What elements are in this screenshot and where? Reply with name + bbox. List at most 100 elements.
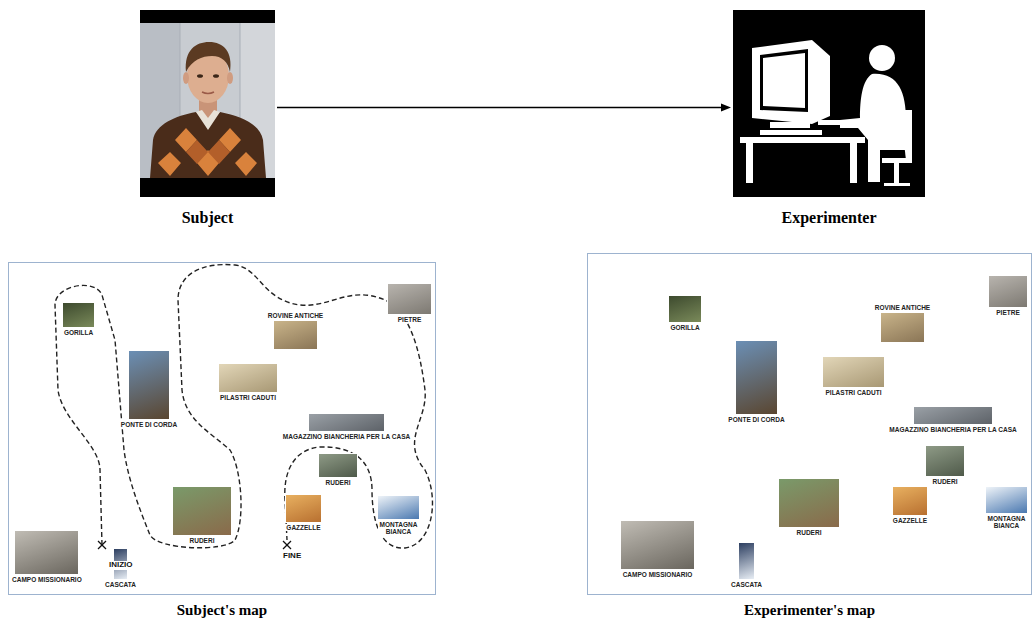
landmark-label: RUDERI [189, 537, 216, 544]
landmark-photo [62, 302, 95, 328]
landmark-photo [387, 283, 432, 315]
experimenter-icon-part [740, 137, 865, 143]
landmark-label: RUDERI [325, 479, 352, 486]
landmark: ROVINE ANTICHE [267, 311, 324, 350]
landmark-label: ROVINE ANTICHE [874, 304, 931, 311]
landmark-photo [128, 350, 170, 420]
route-mark-part [98, 541, 106, 549]
landmark: GAZZELLE [285, 494, 322, 532]
map-region: Subject's mapGORILLAPONTE DI CORDAROVINE… [8, 262, 436, 595]
landmark-label: CAMPO MISSIONARIO [622, 571, 694, 578]
subject-photo-part [180, 23, 181, 120]
experimenter-icon-part [900, 110, 912, 160]
subject-photo-part [197, 74, 203, 78]
figure-caption: Experimenter [693, 209, 965, 227]
landmark-label: PONTE DI CORDA [727, 416, 785, 423]
figure-caption: Subject [100, 209, 315, 227]
landmark: RUDERI [925, 445, 965, 486]
landmark-label: PONTE DI CORDA [120, 421, 178, 428]
route-line [55, 265, 432, 549]
landmark: ROVINE ANTICHE [874, 303, 931, 343]
landmark-label: CASCATA [730, 581, 763, 588]
landmark-photo [218, 363, 278, 393]
landmark-photo [273, 320, 318, 350]
landmark: RUDERI [318, 453, 358, 487]
landmark-photo [738, 542, 755, 580]
experimenter-icon-part [894, 163, 899, 185]
landmark: MAGAZZINO BIANCHERIA PER LA CASA [282, 413, 411, 441]
landmark-label: RUDERI [932, 478, 959, 485]
landmark-photo [620, 520, 695, 570]
map-caption: Experimenter's map [548, 602, 1033, 619]
experimenter-icon-part [770, 122, 810, 128]
landmark-label: PIETRE [397, 316, 422, 323]
landmark-label: CAMPO MISSIONARIO [11, 576, 83, 583]
experimenter-icon-part [733, 10, 925, 197]
subject-photo-part [140, 10, 275, 197]
route-mark-part [283, 541, 291, 549]
subject-photo-part [158, 128, 257, 176]
experimenter-icon-part [884, 183, 910, 186]
landmark-label: CASCATA [104, 581, 137, 588]
experimenter-icon-part [882, 158, 912, 163]
arrow-head [721, 104, 731, 112]
subject-photo-part [202, 92, 214, 94]
landmark: PONTE DI CORDA [727, 340, 785, 424]
experimenter-icon-part [760, 49, 808, 112]
experimenter-icon-part [752, 40, 830, 124]
landmark-photo [880, 312, 925, 343]
landmark: PIETRE [387, 283, 432, 324]
experimenter-icon-part [746, 143, 753, 183]
landmark-photo [172, 486, 232, 536]
landmark-label: GORILLA [669, 324, 700, 331]
landmark-label: PILASTRI CADUTI [825, 389, 883, 396]
subject-photo-part [196, 110, 220, 130]
landmark-label: GAZZELLE [285, 524, 321, 531]
subject-photo [140, 10, 275, 197]
landmark-label: MAGAZZINO BIANCHERIA PER LA CASA [282, 433, 411, 440]
landmark-photo [925, 445, 965, 477]
landmark-photo [735, 340, 778, 415]
landmark-label: MAGAZZINO BIANCHERIA PER LA CASA [888, 426, 1017, 433]
landmark-photo [285, 494, 322, 523]
experimenter-icon [733, 10, 925, 197]
map-caption: Subject's map [0, 602, 475, 619]
landmark: MONTAGNA BIANCA [985, 486, 1028, 531]
landmark-photo [318, 453, 358, 478]
map-region: Experimenter's mapGORILLAPONTE DI CORDAR… [587, 253, 1032, 595]
subject-photo-part [140, 23, 275, 178]
landmark-label: GAZZELLE [892, 517, 928, 524]
arrow-line [277, 107, 723, 109]
landmark-label: MONTAGNA BIANCA [986, 515, 1028, 530]
experimenter-icon-part [869, 45, 895, 71]
landmark-label: GORILLA [63, 329, 94, 336]
landmark: PILASTRI CADUTI [218, 363, 278, 402]
landmark: PONTE DI CORDA [120, 350, 178, 429]
landmark: GORILLA [668, 295, 702, 332]
landmark: RUDERI [172, 486, 232, 545]
landmark: PILASTRI CADUTI [822, 356, 885, 397]
landmark-photo [14, 530, 79, 575]
landmark-label: ROVINE ANTICHE [267, 312, 324, 319]
route-label: FINE [282, 552, 302, 561]
landmark: CASCATA [730, 542, 763, 589]
landmark: MAGAZZINO BIANCHERIA PER LA CASA [888, 406, 1017, 434]
subject-photo-part [186, 42, 231, 72]
route-mark-part [98, 541, 106, 549]
landmark: CAMPO MISSIONARIO [11, 530, 83, 584]
landmark: MONTAGNA BIANCA [377, 495, 420, 537]
figure-box: Subject [140, 10, 275, 197]
landmark-photo [985, 486, 1028, 514]
landmark: GORILLA [62, 302, 95, 337]
experimenter-icon-part [850, 143, 857, 183]
landmark-photo [913, 406, 993, 425]
route-line-part [55, 265, 432, 549]
subject-photo-part [183, 72, 189, 84]
landmark-photo [308, 413, 385, 432]
subject-photo-part [213, 74, 219, 78]
landmark-photo [988, 275, 1028, 308]
experimenter-icon-part [763, 53, 805, 108]
